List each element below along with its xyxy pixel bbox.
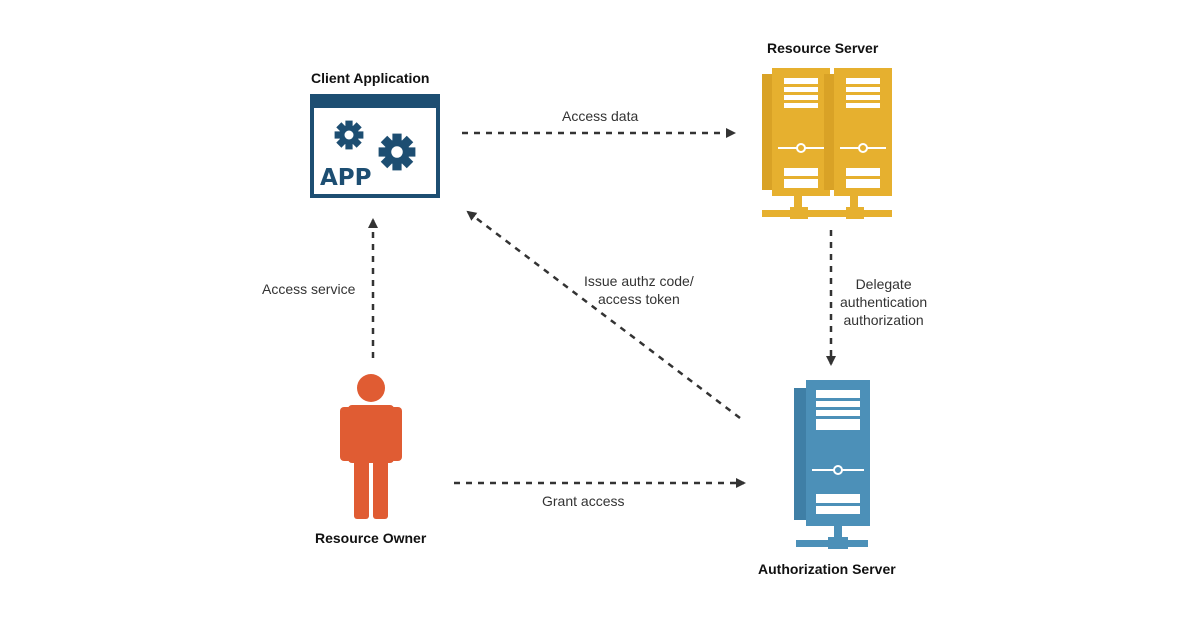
access-data-label: Access data <box>562 108 639 124</box>
client-application-title: Client Application <box>311 70 430 86</box>
grant-access-label: Grant access <box>542 493 625 509</box>
issue-authz-label: Issue authz code/ access token <box>584 272 694 308</box>
person-icon <box>340 374 402 519</box>
arrow-issue-authz <box>466 210 741 419</box>
app-icon-text: APP <box>320 165 372 191</box>
access-service-label: Access service <box>262 281 356 297</box>
delegate-label: Delegate authentication authorization <box>840 275 927 329</box>
delegate-label-line1: Delegate <box>855 276 912 292</box>
delegate-label-line3: authorization <box>843 312 924 328</box>
delegate-label-line2: authentication <box>840 294 928 310</box>
resource-server-title: Resource Server <box>767 40 879 56</box>
issue-authz-label-line1: Issue authz code/ <box>584 273 694 289</box>
authorization-server-title: Authorization Server <box>758 561 896 577</box>
resource-owner-title: Resource Owner <box>315 530 427 546</box>
server-tower-icon <box>794 380 870 549</box>
issue-authz-label-line2: access token <box>598 291 680 307</box>
app-window-icon: APP <box>310 94 440 198</box>
server-rack-icon <box>761 67 893 219</box>
